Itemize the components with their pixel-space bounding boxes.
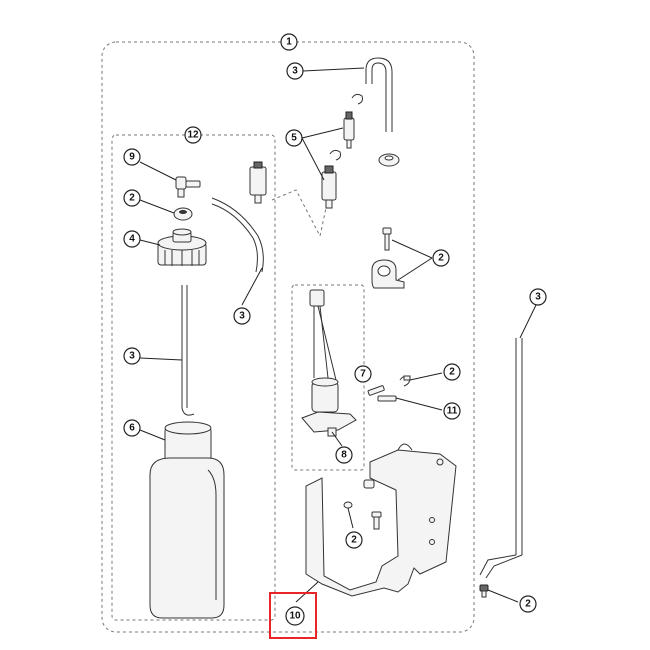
svg-text:2: 2: [351, 535, 357, 546]
long-hose-right: [479, 338, 523, 579]
leader-5-b: [301, 137, 325, 181]
svg-text:2: 2: [525, 599, 531, 610]
bottle-kit-boundary: [111, 134, 276, 621]
callout-2-bracket: 2: [345, 531, 363, 549]
leader-5-a: [301, 127, 344, 139]
pump-part: [301, 289, 357, 437]
pump-subassembly-boundary: [291, 284, 365, 471]
leader-11: [395, 397, 443, 411]
svg-text:2: 2: [449, 367, 455, 378]
leader-6: [139, 429, 166, 441]
leader-8: [331, 431, 343, 447]
svg-text:4: 4: [129, 234, 135, 245]
screw-right: [382, 227, 392, 251]
callout-9: 9: [123, 148, 141, 166]
svg-text:3: 3: [292, 66, 298, 77]
leader-2-bottom: [487, 589, 519, 603]
fitting-7: [367, 385, 385, 396]
hose-clamp: [371, 259, 405, 289]
callout-2-cap: 2: [123, 189, 141, 207]
kit-curved-tube: [211, 197, 264, 273]
callout-4: 4: [123, 230, 141, 248]
leader-2-right-b: [397, 257, 433, 281]
screw-bottom-right: [479, 584, 489, 598]
leader-3-top: [302, 67, 365, 72]
leader-2-mid: [409, 372, 443, 381]
pickup-straw: [181, 285, 195, 416]
svg-text:10: 10: [289, 611, 301, 622]
svg-text:3: 3: [535, 292, 541, 303]
callout-7: 7: [354, 365, 372, 383]
callout-1: 1: [280, 33, 298, 51]
svg-text:8: 8: [341, 450, 347, 461]
leader-3-right: [519, 304, 537, 339]
callout-3-tube: 3: [233, 307, 251, 325]
svg-text:12: 12: [187, 130, 199, 141]
leader-2-bracket: [347, 507, 354, 529]
highlight-box: [269, 592, 317, 639]
svg-text:9: 9: [129, 152, 135, 163]
leader-9: [139, 161, 177, 181]
grommet-top-hole: [384, 155, 394, 161]
callout-12: 12: [184, 126, 202, 144]
callout-2-bottom: 2: [519, 595, 537, 613]
svg-text:5: 5: [291, 133, 297, 144]
connector-dashed: [271, 189, 327, 238]
washer-bracket: [343, 501, 353, 509]
svg-text:3: 3: [239, 311, 245, 322]
e-clip-top: [351, 93, 363, 105]
callout-3-straw: 3: [123, 347, 141, 365]
assembly-boundary: [101, 41, 475, 633]
screw-bracket: [371, 511, 382, 530]
callout-2-right: 2: [432, 249, 450, 267]
kit-curved-tube-inner: [211, 203, 258, 273]
svg-text:7: 7: [360, 369, 366, 380]
bottle-cap: [157, 228, 207, 266]
leader-3-straw: [139, 357, 183, 361]
elbow-fitting: [175, 176, 201, 198]
callout-3-right: 3: [529, 288, 547, 306]
leader-4: [139, 239, 161, 246]
callout-5: 5: [285, 129, 303, 147]
callout-10: 10: [285, 606, 305, 626]
svg-text:1: 1: [286, 37, 292, 48]
svg-text:2: 2: [438, 253, 444, 264]
bottle-part: [149, 421, 225, 619]
grommet-kit: [173, 207, 193, 221]
svg-text:11: 11: [447, 406, 458, 417]
svg-text:6: 6: [129, 423, 135, 434]
clip-2-mid: [399, 375, 411, 387]
callout-2-mid: 2: [443, 363, 461, 381]
top-hose-part: [365, 57, 393, 132]
callout-8: 8: [335, 446, 353, 464]
leader-2-cap: [139, 199, 175, 214]
nut-bracket: [363, 479, 375, 489]
leader-3-tube: [241, 267, 263, 306]
callout-11: 11: [443, 402, 461, 420]
check-valve-upper: [343, 111, 355, 149]
svg-text:3: 3: [129, 351, 135, 362]
e-clip-mid: [329, 149, 341, 161]
mounting-bracket: [305, 443, 457, 597]
callout-6: 6: [123, 419, 141, 437]
svg-text:2: 2: [129, 193, 135, 204]
fitting-11: [377, 395, 397, 402]
leader-2-right-a: [391, 239, 433, 259]
top-hose-part-inner: [371, 62, 387, 132]
kit-check-valve: [249, 161, 267, 204]
callout-10-highlight[interactable]: 10: [269, 592, 317, 639]
check-valve-lower: [321, 165, 337, 209]
callout-3-top: 3: [286, 62, 304, 80]
